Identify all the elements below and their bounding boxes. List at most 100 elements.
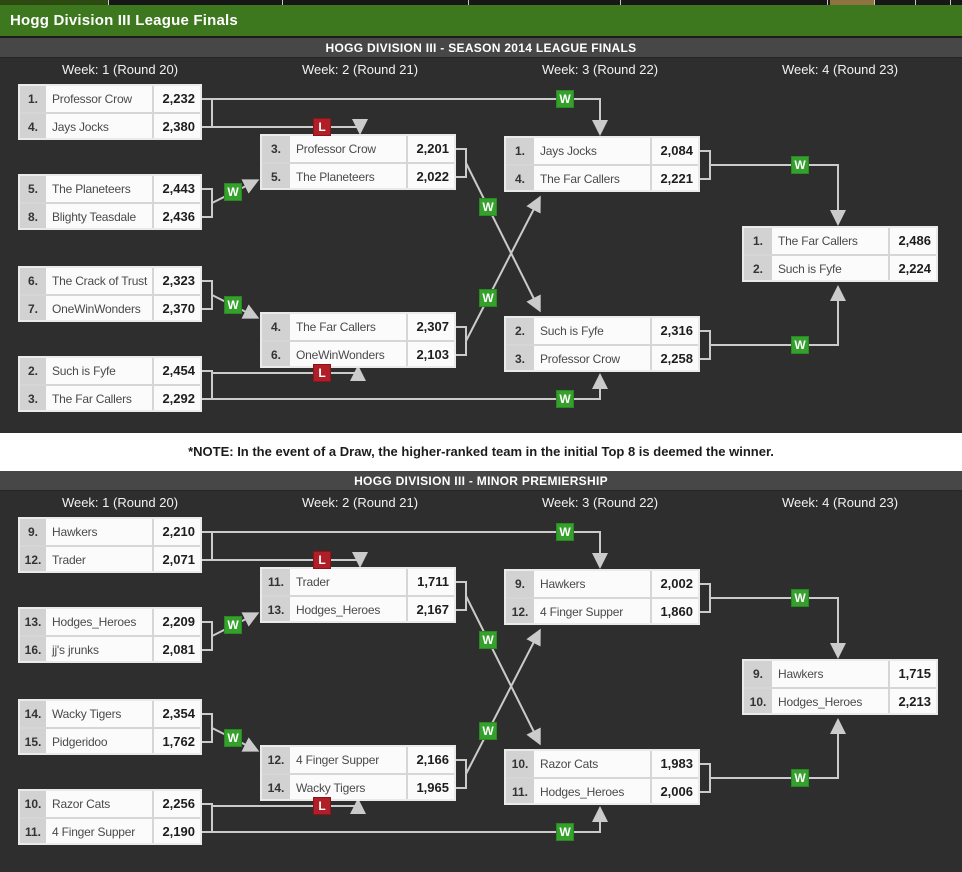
team-name: The Far Callers <box>540 172 620 186</box>
team-name: Hodges_Heroes <box>52 615 137 629</box>
team-name: OneWinWonders <box>296 348 385 362</box>
team-name: Hawkers <box>540 577 586 591</box>
team-score: 2,486 <box>888 228 936 254</box>
week3-header: Week: 3 (Round 22) <box>541 62 659 77</box>
team-seed: 14. <box>262 775 290 799</box>
team-name: Jays Jocks <box>52 120 109 134</box>
team-name: Jays Jocks <box>540 144 597 158</box>
team-seed: 4. <box>20 114 46 138</box>
team-seed: 1. <box>20 86 46 112</box>
winner-badge: W <box>556 90 574 108</box>
team-score: 2,002 <box>650 571 698 597</box>
team-name: Such is Fyfe <box>778 262 842 276</box>
winner-badge: W <box>479 722 497 740</box>
browser-tab-strip[interactable] <box>0 0 962 5</box>
divider <box>0 36 962 38</box>
team-score: 2,213 <box>888 689 936 713</box>
team-name: jj's jrunks <box>52 643 99 657</box>
team-score: 2,209 <box>152 609 200 635</box>
team-score: 2,354 <box>152 701 200 727</box>
winner-badge: W <box>479 198 497 216</box>
team-name: The Planeteers <box>296 170 375 184</box>
team-seed: 3. <box>20 386 46 410</box>
team-seed: 9. <box>506 571 534 597</box>
team-seed: 1. <box>744 228 772 254</box>
team-score: 2,201 <box>406 136 454 162</box>
team-seed: 11. <box>262 569 290 595</box>
team-seed: 13. <box>262 597 290 621</box>
winner-badge: W <box>224 296 242 314</box>
team-score: 1,762 <box>152 729 200 753</box>
team-seed: 9. <box>20 519 46 545</box>
team-score: 2,292 <box>152 386 200 410</box>
team-seed: 10. <box>20 791 46 817</box>
loser-badge: L <box>313 551 331 569</box>
team-name: The Far Callers <box>778 234 858 248</box>
active-tab-segment[interactable] <box>0 0 108 5</box>
winner-badge: W <box>224 616 242 634</box>
week4-header: Week: 4 (Round 23) <box>781 62 899 77</box>
team-seed: 12. <box>262 747 290 773</box>
team-score: 2,022 <box>406 164 454 188</box>
team-seed: 3. <box>262 136 290 162</box>
bracket2-section: Week: 1 (Round 20) Week: 2 (Round 21) We… <box>0 491 962 866</box>
team-score: 1,715 <box>888 661 936 687</box>
team-seed: 12. <box>506 599 534 623</box>
team-score: 2,210 <box>152 519 200 545</box>
team-name: 4 Finger Supper <box>52 825 136 839</box>
team-name: Such is Fyfe <box>52 364 116 378</box>
team-seed: 7. <box>20 296 46 320</box>
team-name: Wacky Tigers <box>52 707 122 721</box>
week1-header: Week: 1 (Round 20) <box>61 495 179 510</box>
team-name: The Crack of Trust <box>52 274 148 288</box>
team-seed: 5. <box>262 164 290 188</box>
team-name: OneWinWonders <box>52 302 141 316</box>
team-score: 2,380 <box>152 114 200 138</box>
team-seed: 11. <box>20 819 46 843</box>
team-name: 4 Finger Supper <box>540 605 624 619</box>
team-seed: 10. <box>744 689 772 713</box>
winner-badge: W <box>556 523 574 541</box>
team-score: 2,103 <box>406 342 454 366</box>
team-score: 2,084 <box>650 138 698 164</box>
highlighted-tab-segment[interactable] <box>830 0 874 5</box>
winner-badge: W <box>791 769 809 787</box>
team-name: Hodges_Heroes <box>778 695 863 709</box>
team-name: Professor Crow <box>540 352 620 366</box>
team-score: 2,071 <box>152 547 200 571</box>
loser-badge: L <box>313 364 331 382</box>
week4-header: Week: 4 (Round 23) <box>781 495 899 510</box>
team-name: Hodges_Heroes <box>296 603 381 617</box>
team-name: Professor Crow <box>296 142 376 156</box>
page-title: Hogg Division III League Finals <box>0 5 962 36</box>
team-score: 2,006 <box>650 779 698 803</box>
team-seed: 8. <box>20 204 46 228</box>
team-seed: 6. <box>20 268 46 294</box>
team-name: Razor Cats <box>540 757 599 771</box>
winner-badge: W <box>479 631 497 649</box>
team-name: Trader <box>52 553 86 567</box>
team-name: 4 Finger Supper <box>296 753 380 767</box>
team-seed: 2. <box>744 256 772 280</box>
team-name: Professor Crow <box>52 92 132 106</box>
team-score: 1,965 <box>406 775 454 799</box>
team-seed: 2. <box>20 358 46 384</box>
team-seed: 9. <box>744 661 772 687</box>
loser-badge: L <box>313 797 331 815</box>
team-seed: 2. <box>506 318 534 344</box>
team-seed: 4. <box>262 314 290 340</box>
team-seed: 6. <box>262 342 290 366</box>
team-score: 2,443 <box>152 176 200 202</box>
team-name: Wacky Tigers <box>296 781 366 795</box>
team-seed: 11. <box>506 779 534 803</box>
